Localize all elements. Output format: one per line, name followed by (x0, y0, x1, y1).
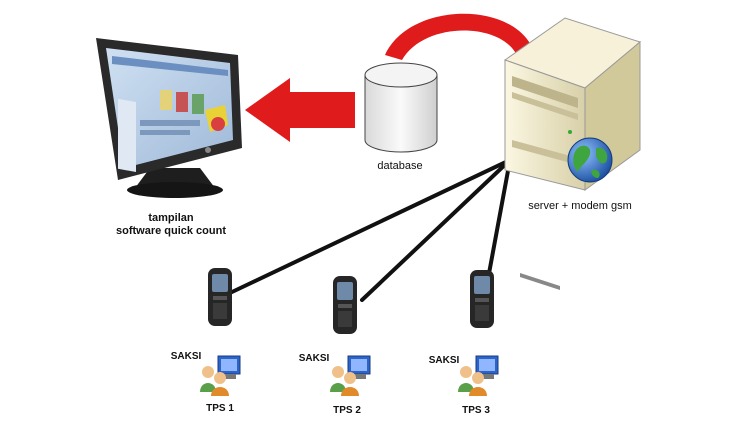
users-computer-icon-tps1 (200, 355, 241, 396)
phone-icon-tps3 (470, 270, 494, 328)
connection-lines (230, 158, 512, 302)
database-icon (364, 62, 438, 153)
saksi-label-tps2: SAKSI (298, 353, 330, 364)
tps-label-3: TPS 3 (462, 405, 490, 416)
arrow-to-monitor (245, 78, 355, 142)
monitor-caption: tampilan software quick count (96, 212, 246, 238)
link-tps1 (230, 158, 512, 294)
server-label: server + modem gsm (528, 200, 632, 212)
link-tps2 (360, 158, 512, 302)
tps-label-2: TPS 2 (333, 405, 361, 416)
users-computer-icon-tps3 (458, 355, 499, 396)
phone-icon-tps2 (333, 276, 357, 334)
globe-icon (567, 137, 613, 183)
monitor-caption-line1: tampilan (148, 212, 194, 224)
monitor-caption-line2: software quick count (115, 225, 227, 237)
database-label: database (377, 160, 423, 172)
saksi-label-tps3: SAKSI (428, 355, 460, 366)
monitor-icon (96, 38, 242, 198)
arrow-server-to-database (385, 13, 548, 88)
server-icon (503, 17, 642, 290)
phone-icon-tps1 (208, 268, 232, 326)
tps-label-1: TPS 1 (206, 403, 234, 414)
users-computer-icon-tps2 (330, 355, 371, 396)
saksi-label-tps1: SAKSI (170, 351, 202, 362)
